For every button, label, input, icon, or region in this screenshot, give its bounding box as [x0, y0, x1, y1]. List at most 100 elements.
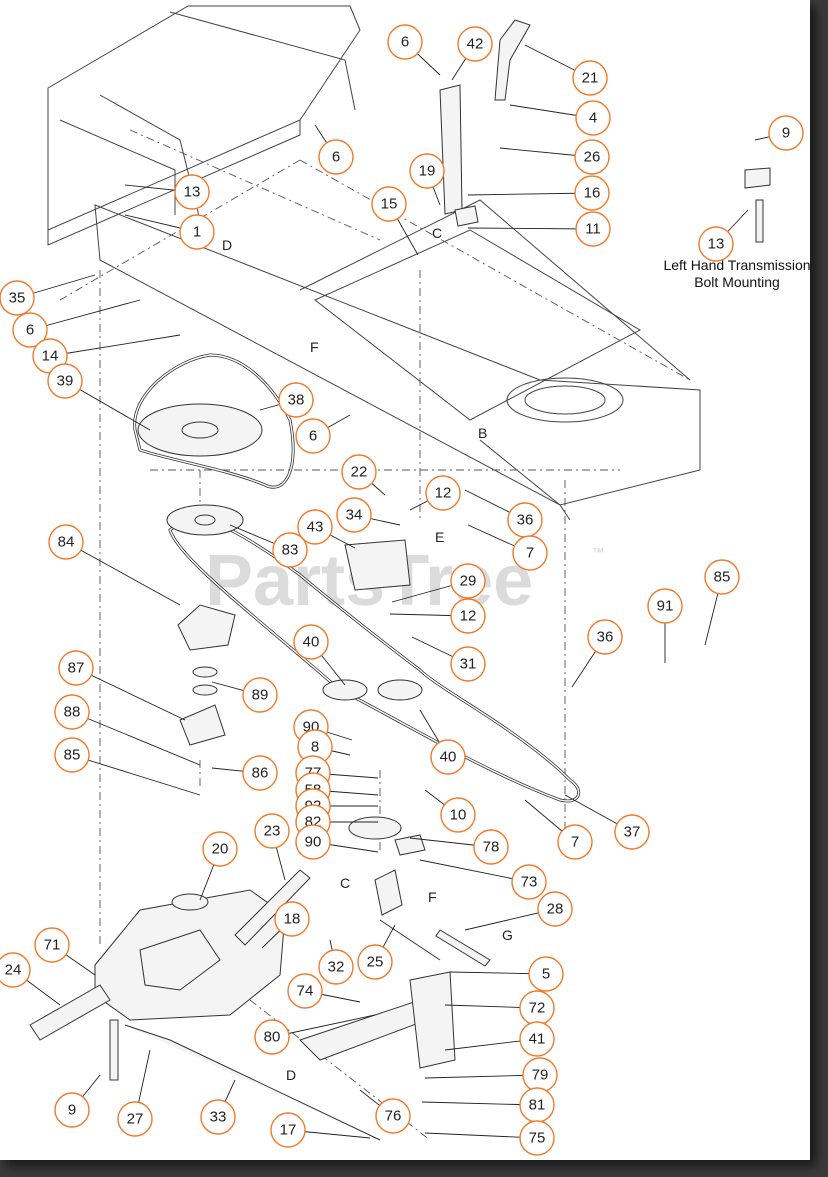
callout-40[interactable]: 40	[430, 739, 466, 775]
callout-80[interactable]: 80	[254, 1019, 290, 1055]
callout-label: 36	[517, 512, 534, 529]
callout-26[interactable]: 26	[574, 139, 610, 175]
callout-15[interactable]: 15	[371, 186, 407, 222]
callout-73[interactable]: 73	[511, 864, 547, 900]
callout-81[interactable]: 81	[519, 1087, 555, 1123]
callout-85[interactable]: 85	[54, 737, 90, 773]
callout-34[interactable]: 34	[336, 497, 372, 533]
callout-11[interactable]: 11	[575, 211, 611, 247]
callout-7[interactable]: 7	[512, 535, 548, 571]
callout-label: 13	[184, 184, 201, 201]
callout-6[interactable]: 6	[318, 139, 354, 175]
callout-label: 6	[26, 322, 34, 339]
callout-36[interactable]: 36	[587, 619, 623, 655]
callout-circle	[54, 737, 90, 773]
transmission	[29, 869, 311, 1081]
callout-43[interactable]: 43	[297, 509, 333, 545]
callout-29[interactable]: 29	[450, 563, 486, 599]
callout-23[interactable]: 23	[254, 813, 290, 849]
callout-7[interactable]: 7	[557, 824, 593, 860]
callout-31[interactable]: 31	[450, 646, 486, 682]
callout-89[interactable]: 89	[242, 677, 278, 713]
callout-42[interactable]: 42	[457, 26, 493, 62]
callout-circle	[587, 619, 623, 655]
callout-label: 76	[385, 1108, 402, 1125]
callout-86[interactable]: 86	[242, 755, 278, 791]
callout-37[interactable]: 37	[614, 814, 650, 850]
callout-label: 85	[714, 569, 731, 586]
callout-22[interactable]: 22	[341, 454, 377, 490]
callout-84[interactable]: 84	[48, 524, 84, 560]
callout-39[interactable]: 39	[47, 363, 83, 399]
callout-14[interactable]: 14	[32, 338, 68, 374]
callout-13[interactable]: 13	[698, 226, 734, 262]
callout-28[interactable]: 28	[537, 891, 573, 927]
callout-label: 89	[252, 687, 269, 704]
callout-16[interactable]: 16	[574, 175, 610, 211]
callout-24[interactable]: 24	[0, 952, 31, 988]
callout-label: 40	[440, 749, 457, 766]
callout-12[interactable]: 12	[425, 475, 461, 511]
callout-91[interactable]: 91	[647, 588, 683, 624]
letter-markers: D C F B E C F G D	[222, 225, 513, 1083]
callout-35[interactable]: 35	[0, 280, 35, 316]
callout-circle	[242, 755, 278, 791]
callout-4[interactable]: 4	[575, 100, 611, 136]
callout-circle	[371, 186, 407, 222]
callout-6[interactable]: 6	[295, 418, 331, 454]
callout-label: 31	[460, 656, 477, 673]
callout-19[interactable]: 19	[409, 153, 445, 189]
callout-circle	[0, 952, 31, 988]
callout-79[interactable]: 79	[522, 1057, 558, 1093]
callout-87[interactable]: 87	[58, 650, 94, 686]
callout-6[interactable]: 6	[12, 312, 48, 348]
callout-85[interactable]: 85	[704, 559, 740, 595]
callout-label: 35	[9, 290, 26, 307]
callout-10[interactable]: 10	[440, 797, 476, 833]
letter-g: G	[502, 927, 513, 943]
callout-13[interactable]: 13	[174, 174, 210, 210]
callout-32[interactable]: 32	[318, 949, 354, 985]
callout-17[interactable]: 17	[270, 1112, 306, 1148]
callout-1[interactable]: 1	[179, 214, 215, 250]
callout-41[interactable]: 41	[519, 1021, 555, 1057]
leader-line	[424, 1074, 541, 1079]
leader-line	[467, 227, 594, 230]
callout-label: 29	[460, 573, 477, 590]
callout-88[interactable]: 88	[54, 694, 90, 730]
callout-27[interactable]: 27	[117, 1101, 153, 1137]
callout-36[interactable]: 36	[507, 502, 543, 538]
callout-71[interactable]: 71	[34, 927, 70, 963]
callout-76[interactable]: 76	[375, 1098, 411, 1134]
callout-33[interactable]: 33	[200, 1099, 236, 1135]
callout-circle	[295, 418, 331, 454]
callout-83[interactable]: 83	[272, 532, 308, 568]
callout-9[interactable]: 9	[768, 115, 804, 151]
callout-label: 28	[547, 901, 564, 918]
callout-40[interactable]: 40	[293, 624, 329, 660]
callout-9[interactable]: 9	[54, 1092, 90, 1128]
callout-circle	[341, 454, 377, 490]
letter-d: D	[286, 1067, 296, 1083]
callout-20[interactable]: 20	[202, 831, 238, 867]
callout-21[interactable]: 21	[572, 60, 608, 96]
callout-5[interactable]: 5	[528, 956, 564, 992]
callout-78[interactable]: 78	[473, 829, 509, 865]
letter-c: C	[340, 875, 350, 891]
callout-25[interactable]: 25	[357, 944, 393, 980]
callout-label: 20	[212, 841, 229, 858]
callout-circle	[537, 891, 573, 927]
callout-label: 43	[307, 519, 324, 536]
callout-38[interactable]: 38	[278, 382, 314, 418]
callout-72[interactable]: 72	[519, 990, 555, 1026]
callout-circle	[274, 901, 310, 937]
callout-6[interactable]: 6	[387, 24, 423, 60]
leader-line	[71, 711, 201, 766]
callout-90[interactable]: 90	[295, 824, 331, 860]
callout-12[interactable]: 12	[450, 598, 486, 634]
callout-circle	[574, 139, 610, 175]
callout-18[interactable]: 18	[274, 901, 310, 937]
callout-75[interactable]: 75	[519, 1120, 555, 1156]
leader-line	[419, 859, 530, 883]
callout-74[interactable]: 74	[287, 973, 323, 1009]
